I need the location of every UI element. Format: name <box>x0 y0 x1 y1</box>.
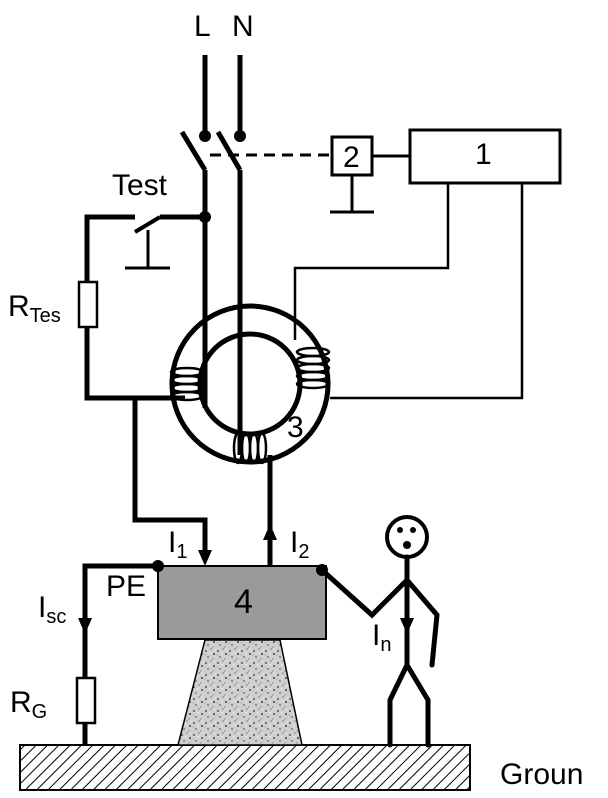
ground-resistor <box>75 676 97 725</box>
i1-conductor <box>132 398 208 555</box>
ground-resistor-label: RG <box>10 686 47 723</box>
switch-contact-l <box>199 130 211 142</box>
line-l-label: L <box>194 10 211 43</box>
test-left-wire <box>84 214 135 282</box>
test-return-wire <box>84 327 185 401</box>
trip-relay-2 <box>330 135 374 177</box>
electronics-block-1 <box>408 128 562 185</box>
test-label: Test <box>112 169 168 202</box>
test-switch-blade <box>133 215 162 234</box>
i1-arrow <box>198 550 212 566</box>
line-n-label: N <box>232 10 254 43</box>
in-arrow <box>400 618 414 634</box>
device-4-enclosure <box>157 565 327 640</box>
sense-lead-inner <box>293 183 450 340</box>
test-resistor-label: RTes <box>8 290 61 327</box>
ground-label: Groun <box>500 758 583 791</box>
pe-conductor <box>82 563 158 678</box>
person-contact-dot <box>316 564 328 576</box>
supply-lines <box>179 55 243 455</box>
isc-label: Isc <box>38 591 66 628</box>
i2-arrow <box>263 524 277 540</box>
switch-contact-n <box>234 130 246 142</box>
device-pedestal <box>177 639 303 746</box>
test-resistor <box>77 280 99 329</box>
pe-label: PE <box>106 570 146 603</box>
pe-junction-dot <box>152 560 164 572</box>
toroidal-core-3 <box>169 303 331 465</box>
person-figure <box>319 515 440 748</box>
ground-slab <box>19 744 471 791</box>
test-junction-dot <box>199 211 211 223</box>
i2-label: I2 <box>290 526 309 563</box>
trip-relay-2-label: 2 <box>343 141 360 174</box>
device-4-label: 4 <box>234 583 253 621</box>
sense-lead-outer <box>330 183 524 400</box>
in-label: In <box>372 619 391 656</box>
i1-label: I1 <box>168 526 187 563</box>
electronics-block-1-label: 1 <box>475 138 492 171</box>
person-eye-left <box>397 527 403 533</box>
person-mouth <box>403 541 411 549</box>
core-3-label: 3 <box>287 411 304 444</box>
person-eye-right <box>410 527 416 533</box>
isc-arrow <box>78 618 92 634</box>
